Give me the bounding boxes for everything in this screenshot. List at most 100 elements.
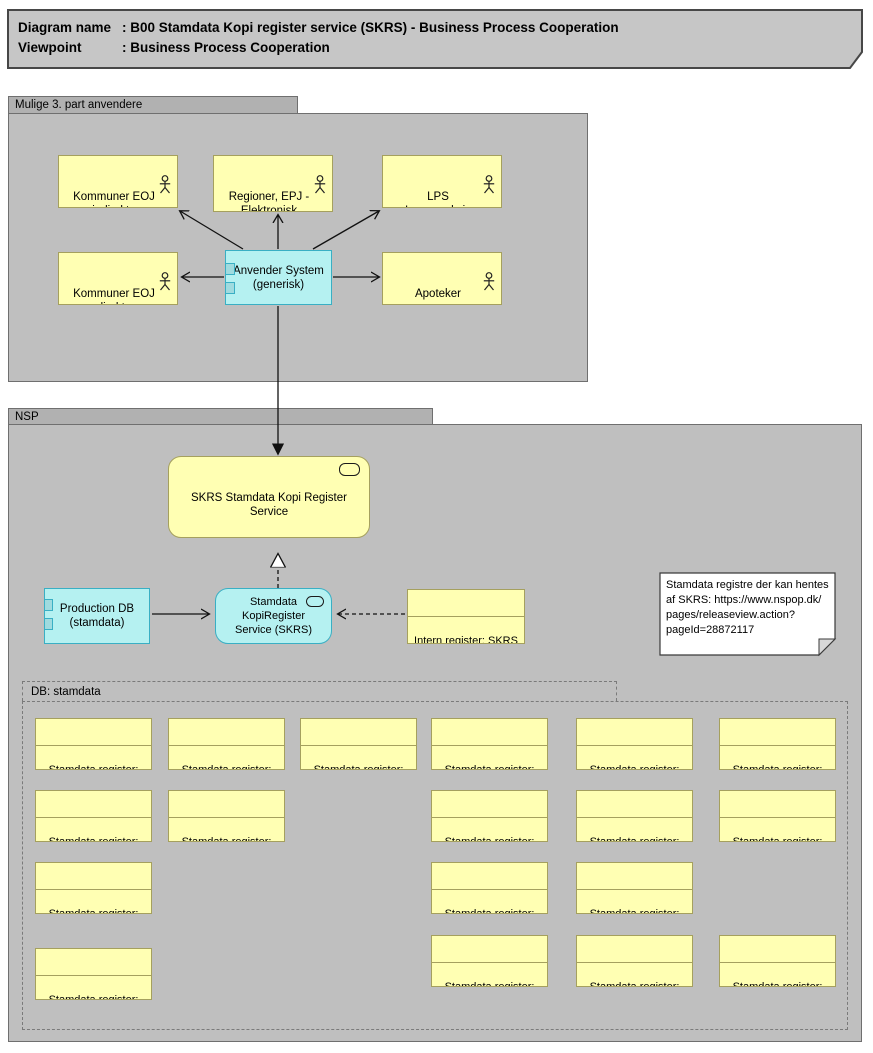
viewpoint-label: Viewpoint <box>18 40 82 55</box>
object-header-icon <box>577 734 692 746</box>
stamdata-register-object[interactable]: Stamdata register: Bemyndigelse (BEM) <box>35 790 152 842</box>
group-third-party-label: Mulige 3. part anvendere <box>15 99 143 111</box>
component-tab-icon <box>226 282 235 294</box>
anvender-system-label: Anvender System (generisk) <box>233 264 324 291</box>
intern-register-object[interactable]: Intern register: SKRS whitelist <box>407 589 525 644</box>
stamdata-register-label: Stamdata register: Autorisationsregistre… <box>732 836 823 842</box>
actor-icon <box>483 161 495 198</box>
business-actor-box[interactable]: LPS Lægepraksis <box>382 155 502 208</box>
business-actor-box[interactable]: Apoteker <box>382 252 502 305</box>
business-actor-box[interactable]: Regioner, EPJ - Elektronisk Patient Jour… <box>213 155 333 212</box>
group-third-party-body[interactable] <box>8 113 588 382</box>
stamdata-register-label: Stamdata register: Sikrede (Sygesikrings… <box>48 994 139 1000</box>
anvender-system-component[interactable]: Anvender System (generisk) <box>225 250 332 305</box>
object-header-icon <box>36 878 151 890</box>
stamdata-register-object[interactable]: Stamdata register: Apotekere <box>168 718 285 770</box>
group-db-stamdata-label: DB: stamdata <box>31 685 101 698</box>
stamdata-register-object[interactable]: Stamdata register: Medicinpriser (takste… <box>431 935 548 987</box>
stamdata-register-label: Stamdata register: Begrænset Ordinations… <box>313 764 404 770</box>
object-header-icon <box>169 806 284 818</box>
stamdata-register-label: Stamdata register: Yderregister <box>589 908 680 914</box>
component-tab-icon <box>45 599 53 611</box>
stamdata-register-label: Stamdata register: Medicinpriser (takste… <box>444 981 535 987</box>
object-header-icon <box>577 951 692 963</box>
business-actor-label: LPS Lægepraksis <box>405 191 471 207</box>
stamdata-register-object[interactable]: Stamdata register: SKS-registeret <box>168 790 285 842</box>
stamdata-register-label: Stamdata register: Tilskudsblanket <box>444 836 535 842</box>
rel-anvender-to-kommuner-indirekte[interactable] <box>180 211 244 250</box>
group-nsp-tab[interactable]: NSP <box>8 408 433 424</box>
stamdata-register-label: Stamdata register: SKS-registeret <box>181 836 272 842</box>
object-header-icon <box>720 951 835 963</box>
stamdata-register-label: Stamdata register: StærkeVitaminer <box>444 908 535 914</box>
stamdata-register-object[interactable]: Stamdata register: Begrænset Ordinations… <box>300 718 417 770</box>
group-db-stamdata-body[interactable] <box>22 701 848 1030</box>
production-db-component[interactable]: Production DB (stamdata) <box>44 588 150 644</box>
business-actor-label: Apoteker <box>414 288 462 300</box>
production-db-label: Production DB (stamdata) <box>59 603 135 629</box>
object-header-icon <box>577 806 692 818</box>
stamdata-register-object[interactable]: Stamdata register: Tilknyttede behandlin… <box>35 862 152 914</box>
note-text: Stamdata registre der kan hentes af SKRS… <box>666 579 829 636</box>
object-header-icon <box>36 734 151 746</box>
actor-icon <box>159 161 171 198</box>
stamdata-register-label: Stamdata register: SEB Sundhedsv. Elek. … <box>589 764 680 770</box>
object-header-icon <box>577 878 692 890</box>
actor-icon <box>483 258 495 295</box>
object-header-icon <box>36 964 151 976</box>
stamdata-register-object[interactable]: Stamdata register: CPR <box>719 935 836 987</box>
stamdata-register-object[interactable]: Stamdata register: Vaccinationer (DDV) <box>35 718 152 770</box>
stamdata-register-label: Stamdata register: Apotekere <box>181 764 272 770</box>
skrs-service-label: SKRS Stamdata Kopi Register Service <box>191 492 347 518</box>
component-tab-icon <box>226 263 235 275</box>
stamdata-register-object[interactable]: Stamdata register: Doseringsforslag og -… <box>431 718 548 770</box>
stamdata-register-object[interactable]: Stamdata register: Autorisationsregistre… <box>719 790 836 842</box>
object-header-icon <box>720 734 835 746</box>
object-header-icon <box>432 951 547 963</box>
actor-icon <box>159 258 171 295</box>
stamdata-register-label: Stamdata register: SOR-FMK <box>589 981 680 987</box>
stamdata-register-object[interactable]: Stamdata register: StærkeVitaminer <box>431 862 548 914</box>
object-header-icon <box>432 878 547 890</box>
viewpoint-value: : Business Process Cooperation <box>122 40 330 55</box>
stamdata-register-object[interactable]: Stamdata register: Magistrelle Lægemidle… <box>576 790 693 842</box>
object-header-icon <box>432 734 547 746</box>
service-icon <box>339 463 360 476</box>
diagram-name-value: : B00 Stamdata Kopi register service (SK… <box>122 20 619 35</box>
stamdata-register-label: Stamdata register: CPR <box>732 981 823 987</box>
stamdata-register-object[interactable]: Stamdata register: SOR-FMK <box>576 935 693 987</box>
stamdata-register-label: Stamdata register: Bemyndigelse (BEM) <box>48 836 139 842</box>
stamdata-register-object[interactable]: Stamdata register: Tilskudsblanket <box>431 790 548 842</box>
business-actor-label: Kommuner EOJ indirekte <box>73 191 155 207</box>
group-third-party-tab[interactable]: Mulige 3. part anvendere <box>8 96 298 113</box>
group-db-stamdata-tab[interactable]: DB: stamdata <box>22 681 617 701</box>
object-header-icon <box>36 806 151 818</box>
stamdata-register-label: Stamdata register: Tilknyttede behandlin… <box>48 908 139 914</box>
viewpoint-row: Viewpoint : Business Process Cooperation <box>18 38 858 58</box>
diagram-name-label: Diagram name <box>18 20 112 35</box>
object-header-icon <box>408 604 524 617</box>
business-actor-box[interactable]: Kommuner EOJ indirekte <box>58 155 178 208</box>
actor-icon <box>314 161 326 198</box>
stamdata-register-object[interactable]: Stamdata register: SEB Sundhedsv. Elek. … <box>576 718 693 770</box>
business-actor-box[interactable]: Kommuner EOJ direkte <box>58 252 178 305</box>
diagram-title-block: Diagram name : B00 Stamdata Kopi register… <box>8 10 858 68</box>
stamdata-register-object[interactable]: Stamdata register: Sikrede (Sygesikrings… <box>35 948 152 1000</box>
object-header-icon <box>169 734 284 746</box>
stamdata-register-label: Stamdata register: Sundhedsvæsenets Org … <box>732 764 823 770</box>
stamdata-register-object[interactable]: Stamdata register: Yderregister <box>576 862 693 914</box>
title-bar-shape <box>7 9 863 69</box>
rel-anvender-to-lps[interactable] <box>312 211 379 250</box>
object-header-icon <box>301 734 416 746</box>
service-icon <box>306 596 324 607</box>
diagram-name-row: Diagram name : B00 Stamdata Kopi register… <box>18 18 858 38</box>
group-nsp-label: NSP <box>15 410 39 423</box>
stamdata-register-label: Stamdata register: Vaccinationer (DDV) <box>48 764 139 770</box>
business-actor-label: Kommuner EOJ direkte <box>73 288 155 304</box>
kopi-register-label: Stamdata KopiRegister Service (SKRS) <box>234 596 313 636</box>
skrs-stamdata-kopi-register-service-box[interactable]: SKRS Stamdata Kopi Register Service <box>168 456 370 538</box>
stamdata-kopiregister-service-box[interactable]: Stamdata KopiRegister Service (SKRS) <box>215 588 332 644</box>
stamdata-register-object[interactable]: Stamdata register: Sundhedsvæsenets Org … <box>719 718 836 770</box>
